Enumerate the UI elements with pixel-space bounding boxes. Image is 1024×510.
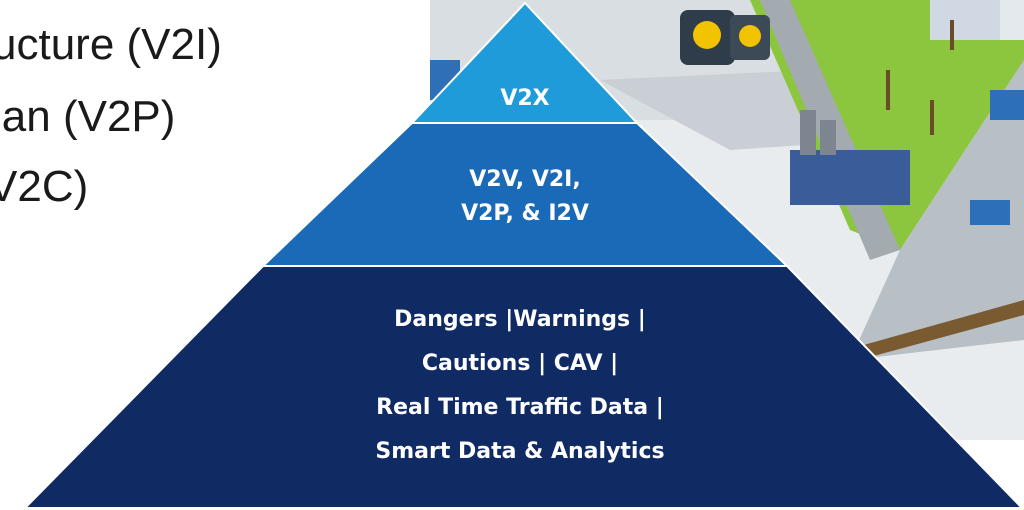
pyramid-base-line: Smart Data & Analytics (375, 439, 665, 464)
pyramid-middle-label: V2V, V2I, V2P, & I2V (380, 163, 670, 231)
pyramid-top-label: V2X (500, 86, 550, 111)
bullet-item: ucture (V2I) (0, 20, 222, 69)
bullet-item: ian (V2P) (0, 92, 176, 141)
pyramid-base-line: Cautions | CAV | (421, 351, 619, 376)
pyramid-tier-top (409, 1, 640, 124)
pyramid-base-label: Dangers |Warnings | Cautions | CAV | Rea… (270, 298, 770, 474)
pyramid-middle-line: V2P, & I2V (461, 201, 589, 226)
pyramid-base-line: Real Time Traffic Data | (376, 395, 664, 420)
bullet-item: V2C) (0, 162, 89, 211)
pyramid-base-line: Dangers |Warnings | (394, 307, 646, 332)
bullet-list: ucture (V2I) ian (V2P) V2C) (0, 0, 440, 510)
pyramid-middle-line: V2V, V2I, (469, 167, 581, 192)
